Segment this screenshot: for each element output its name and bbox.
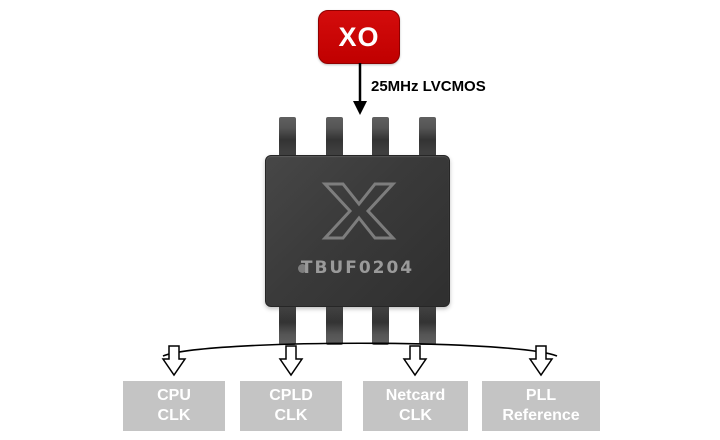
output-label-line2: CLK <box>399 407 432 424</box>
xo-to-buffer-arrow <box>353 63 367 115</box>
xo-label: XO <box>338 21 380 52</box>
output-label-line2: CLK <box>274 407 308 424</box>
chip-top-pins <box>265 117 450 155</box>
signal-label: 25MHz LVCMOS <box>371 78 486 95</box>
fanout-brace-and-arrows <box>161 342 558 377</box>
chip-pin <box>372 307 390 345</box>
output-box-pll-reference: PLL Reference <box>482 381 600 431</box>
output-arrow-pll <box>528 345 554 377</box>
output-label-line1: CPU <box>157 387 191 404</box>
output-label-line1: CPLD <box>269 387 313 404</box>
output-label-line2: Reference <box>502 407 580 424</box>
chip-pin <box>325 307 343 345</box>
output-arrow-cpu <box>161 345 187 377</box>
clock-buffer-chip: TBUF0204 <box>265 117 450 345</box>
chip-part-number: TBUF0204 <box>300 258 415 278</box>
chip-body: TBUF0204 <box>265 155 450 307</box>
arrow-head <box>353 101 367 115</box>
output-box-cpld-clk: CPLD CLK <box>240 381 342 431</box>
output-box-cpu-clk: CPU CLK <box>123 381 225 431</box>
chip-pin <box>325 117 343 155</box>
output-label-line1: Netcard <box>385 387 446 404</box>
output-label-line1: PLL <box>525 387 557 404</box>
chip-pin <box>279 117 296 155</box>
xo-source-node: XO <box>318 10 400 64</box>
chip-vendor-logo-icon <box>321 182 397 240</box>
output-label-line2: CLK <box>157 407 191 424</box>
logo-x-mark <box>321 182 397 240</box>
chip-pin <box>372 117 390 155</box>
chip-pin <box>418 307 436 345</box>
chip-pin <box>418 117 436 155</box>
output-box-netcard-clk: Netcard CLK <box>363 381 468 431</box>
fanout-brace <box>162 342 558 357</box>
chip-bottom-pins <box>265 307 450 345</box>
pin1-marker-dot <box>298 264 307 273</box>
output-arrow-netcard <box>402 345 428 377</box>
output-arrow-cpld <box>278 345 304 377</box>
chip-pin <box>279 307 296 345</box>
